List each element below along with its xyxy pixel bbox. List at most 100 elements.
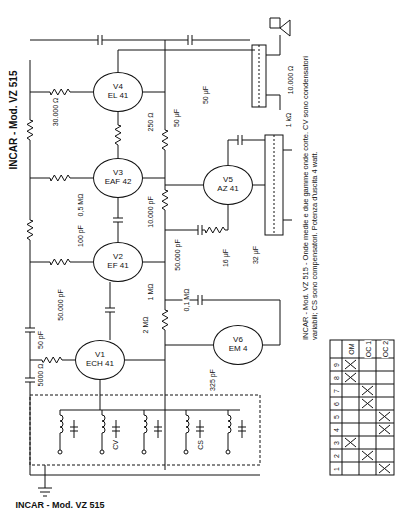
component-value: CV bbox=[112, 439, 119, 451]
resistor-symbol bbox=[50, 259, 70, 265]
table-grid bbox=[330, 397, 394, 398]
tube-type: EF 41 bbox=[107, 262, 128, 271]
capacitor-gap bbox=[198, 225, 202, 235]
coil-symbol bbox=[228, 410, 231, 438]
capacitor-gap bbox=[198, 295, 202, 305]
table-mark bbox=[379, 412, 390, 421]
switch-contact bbox=[226, 450, 230, 454]
switch-contact bbox=[142, 450, 146, 454]
wire bbox=[30, 178, 165, 340]
table-mark bbox=[362, 451, 373, 460]
component-value: 5000 Ω bbox=[37, 363, 44, 388]
component-value: 50.000 pF bbox=[57, 288, 64, 322]
capacitor-gap bbox=[105, 308, 115, 312]
wire bbox=[228, 438, 229, 450]
table-grid bbox=[330, 423, 394, 424]
capacitor-gap bbox=[98, 35, 102, 45]
band-name: OC 2 bbox=[382, 340, 389, 358]
band-name: OC 1 bbox=[364, 340, 371, 358]
component-value: 100 pF bbox=[77, 224, 84, 248]
tube-type: EAF 42 bbox=[105, 178, 132, 187]
table-mark bbox=[362, 399, 373, 408]
tube-symbol: V4EL 41 bbox=[93, 72, 143, 112]
wire bbox=[102, 438, 103, 450]
resistor-symbol bbox=[162, 130, 168, 150]
tube-type: AZ 41 bbox=[217, 185, 238, 194]
trimmer-symbol bbox=[70, 420, 78, 438]
component-value: 1 MΩ bbox=[147, 283, 154, 302]
capacitor-symbol bbox=[113, 218, 123, 222]
tube-type: EM 4 bbox=[229, 345, 248, 354]
resistor-gap bbox=[50, 88, 70, 96]
component-value: 1 kΩ bbox=[285, 112, 292, 129]
table-number: 5 bbox=[333, 414, 340, 420]
resistor-gap bbox=[161, 310, 169, 330]
component-value: CS bbox=[197, 439, 204, 451]
table-grid bbox=[330, 340, 394, 475]
coil-symbol bbox=[144, 410, 147, 438]
resistor-gap bbox=[42, 356, 62, 364]
table-mark bbox=[345, 438, 356, 447]
tube-type: ECH 41 bbox=[86, 360, 114, 369]
resistor-gap bbox=[26, 220, 34, 240]
component-value: 10.000 pF bbox=[147, 195, 154, 229]
table-mark bbox=[379, 425, 390, 434]
wire bbox=[186, 438, 187, 450]
component-value: 325 pF bbox=[209, 368, 216, 392]
table-mark bbox=[362, 386, 373, 395]
resistor-symbol bbox=[115, 125, 121, 145]
wire bbox=[45, 465, 46, 475]
trimmer-symbol bbox=[238, 420, 246, 438]
component-value: 50.000 pF bbox=[174, 238, 181, 272]
table-number: 2 bbox=[333, 453, 340, 459]
table-mark bbox=[345, 360, 356, 369]
capacitor-symbol bbox=[188, 35, 192, 45]
component-value: 50 pF bbox=[37, 330, 44, 350]
resistor-symbol bbox=[162, 310, 168, 330]
component-value: 2 MΩ bbox=[142, 316, 149, 335]
resistor-gap bbox=[205, 226, 225, 234]
capacitor-gap bbox=[238, 135, 242, 145]
wire bbox=[30, 50, 255, 158]
resistor-symbol bbox=[27, 120, 33, 140]
resistor-gap bbox=[50, 258, 70, 266]
table-number: 3 bbox=[333, 440, 340, 446]
table-grid bbox=[330, 371, 394, 372]
tube-ref: V1 bbox=[95, 351, 105, 360]
tube-type: EL 41 bbox=[108, 92, 129, 101]
output-transformer bbox=[252, 45, 266, 107]
table-number: 6 bbox=[333, 401, 340, 407]
table-number: 4 bbox=[333, 427, 340, 433]
band-switch-section bbox=[30, 395, 260, 465]
table-grid bbox=[330, 462, 394, 463]
transformer-core bbox=[259, 45, 260, 107]
capacitor-symbol bbox=[198, 295, 202, 305]
table-number: 7 bbox=[333, 388, 340, 394]
wire bbox=[144, 438, 145, 450]
model-title: INCAR - Mod. VZ 515 bbox=[9, 70, 19, 171]
model-title: INCAR - Mod. VZ 515 bbox=[14, 501, 105, 510]
antenna-symbol bbox=[38, 475, 52, 496]
capacitor-gap bbox=[25, 328, 35, 332]
table-grid bbox=[330, 384, 394, 385]
tube-ref: V3 bbox=[113, 169, 123, 178]
table-number: 9 bbox=[333, 362, 340, 368]
component-value: 50 μF bbox=[173, 108, 180, 128]
capacitor-symbol bbox=[98, 35, 102, 45]
power-transformer bbox=[265, 135, 283, 235]
tube-ref: V6 bbox=[233, 336, 243, 345]
capacitor-gap bbox=[25, 378, 35, 382]
component-value: 30.000 Ω bbox=[52, 97, 59, 128]
wire bbox=[266, 35, 280, 110]
caption: INCAR - Mod. VZ 515 - Onde medie e due g… bbox=[301, 40, 319, 340]
capacitor-symbol bbox=[238, 135, 242, 145]
capacitor-gap bbox=[113, 218, 123, 222]
switch-contact bbox=[100, 450, 104, 454]
wire bbox=[60, 395, 240, 410]
band-table bbox=[330, 340, 394, 475]
resistor-gap bbox=[114, 125, 122, 145]
tube-ref: V2 bbox=[113, 253, 123, 262]
capacitor-symbol bbox=[105, 308, 115, 312]
resistor-symbol bbox=[50, 175, 70, 181]
resistor-symbol bbox=[27, 220, 33, 240]
